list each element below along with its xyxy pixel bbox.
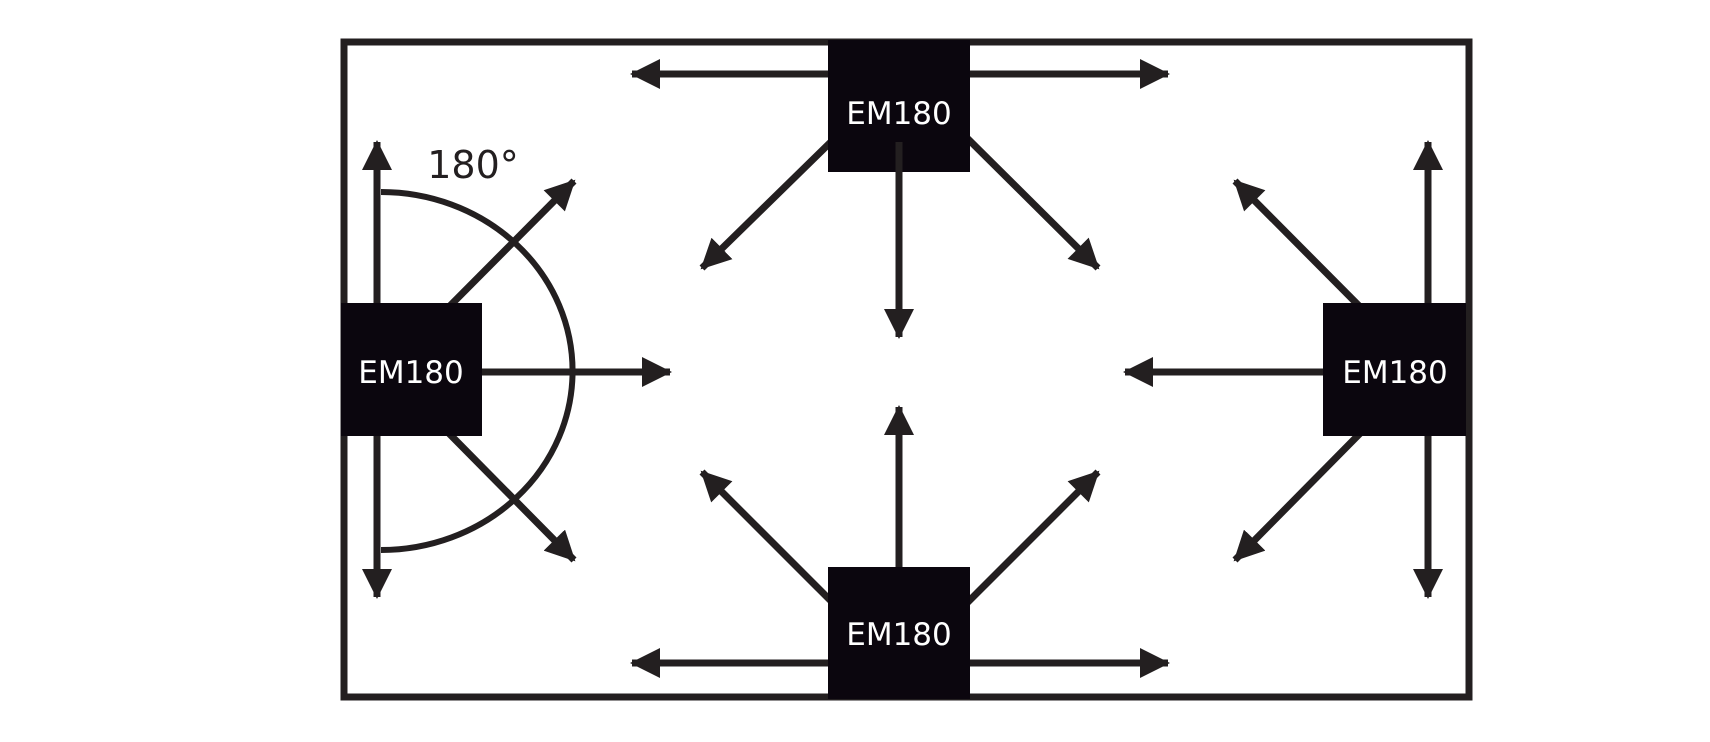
unit-bottom-box (828, 567, 970, 699)
unit-left: EM180 (341, 303, 482, 436)
arrow-top-southeast (959, 130, 1101, 271)
unit-right: EM180 (1323, 303, 1466, 436)
arrow-top-southwest (699, 130, 843, 271)
unit-right-box (1323, 303, 1466, 436)
unit-left-box (341, 303, 482, 436)
unit-right-label: EM180 (1342, 355, 1448, 391)
unit-bottom: EM180 (828, 567, 970, 699)
arrow-bottom-northwest (699, 469, 848, 618)
unit-top-label: EM180 (846, 96, 952, 132)
unit-top: EM180 (828, 40, 970, 172)
unit-left-label: EM180 (358, 355, 464, 391)
angle-label: 180° (427, 143, 519, 187)
unit-bottom-label: EM180 (846, 617, 952, 653)
arrow-bottom-northeast (952, 469, 1101, 618)
